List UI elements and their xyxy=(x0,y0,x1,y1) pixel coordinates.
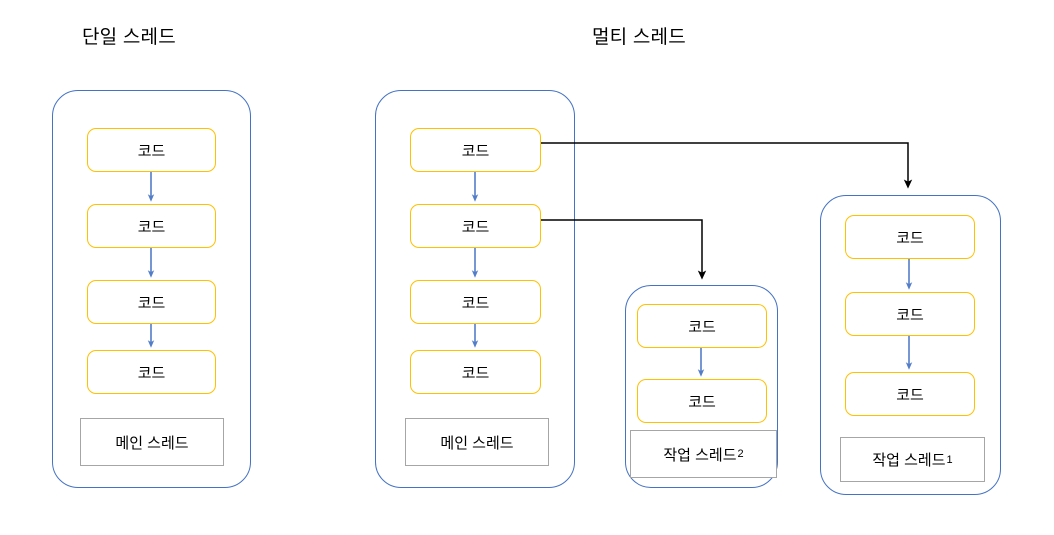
thread-label-multi-main-thread: 메인 스레드 xyxy=(405,418,549,466)
code-box: 코드 xyxy=(845,372,975,416)
code-box: 코드 xyxy=(637,379,767,423)
code-box: 코드 xyxy=(845,292,975,336)
thread-label-text: 작업 스레드 xyxy=(663,446,737,464)
spawn-arrow-spawn-to-worker-1 xyxy=(541,142,913,189)
code-box: 코드 xyxy=(87,128,216,172)
thread-label-text: 작업 스레드 xyxy=(872,452,946,469)
thread-label-index: 2 xyxy=(737,448,744,460)
code-box: 코드 xyxy=(845,215,975,259)
thread-label-text: 메인 스레드 xyxy=(115,434,189,452)
thread-label-text: 메인 스레드 xyxy=(440,434,514,452)
code-box: 코드 xyxy=(410,128,541,172)
code-box: 코드 xyxy=(637,304,767,348)
code-box: 코드 xyxy=(87,280,216,324)
code-box: 코드 xyxy=(410,204,541,248)
code-box: 코드 xyxy=(87,204,216,248)
code-box: 코드 xyxy=(410,280,541,324)
title-multi-thread: 멀티 스레드 xyxy=(592,27,686,48)
thread-label-index: 1 xyxy=(946,453,953,466)
thread-label-single-main-thread: 메인 스레드 xyxy=(80,418,224,466)
code-box: 코드 xyxy=(410,350,541,394)
title-single-thread: 단일 스레드 xyxy=(82,27,176,48)
code-box: 코드 xyxy=(87,350,216,394)
